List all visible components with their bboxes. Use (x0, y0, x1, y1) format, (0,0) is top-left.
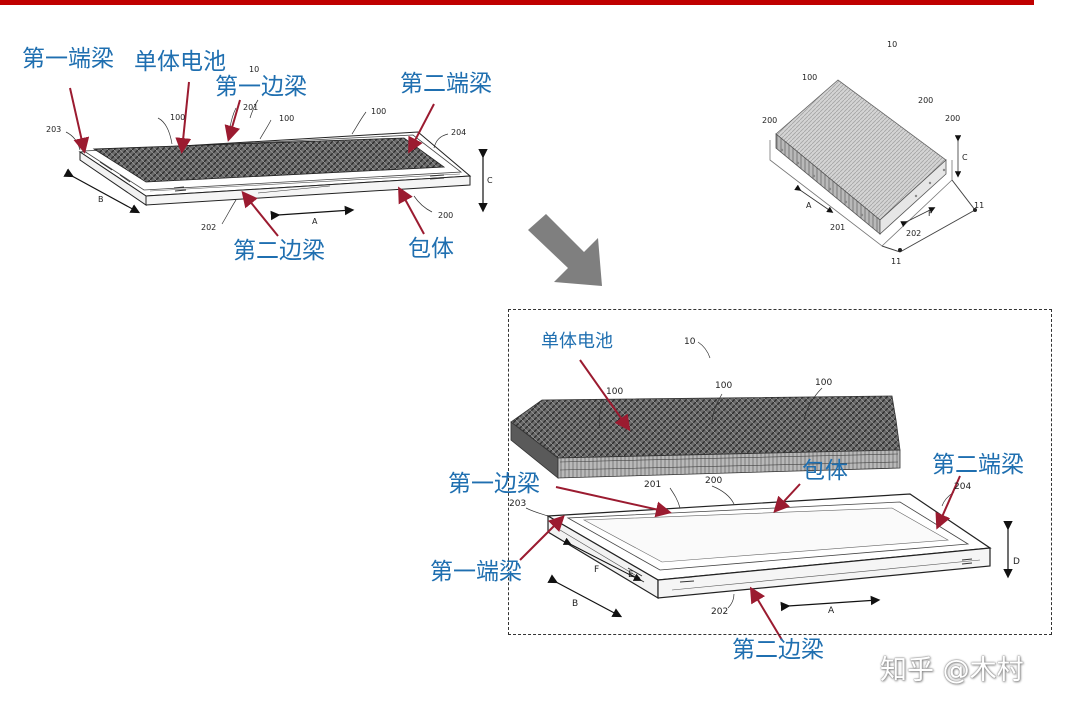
tl-ref-a: A (312, 217, 318, 226)
tl-label-first-end-beam: 第一端梁 (22, 46, 114, 72)
watermark: 知乎 @木村 (880, 655, 1024, 686)
tl-label-cell: 单体电池 (134, 49, 226, 75)
tl-ref-200: 200 (438, 211, 454, 220)
tr-ref-11-b: 11 (891, 257, 902, 266)
br-label-first-end-beam: 第一端梁 (430, 559, 522, 585)
br-ref-200: 200 (705, 476, 723, 486)
br-ref-10: 10 (684, 337, 696, 347)
tl-ref-202: 202 (201, 223, 217, 232)
tr-ref-200-b: 200 (762, 116, 778, 125)
br-ref-100-a: 100 (606, 387, 624, 397)
tr-ref-10: 10 (887, 40, 898, 49)
tl-ref-203: 203 (46, 125, 62, 134)
tr-ref-200-c: 200 (945, 114, 961, 123)
br-ref-a: A (828, 606, 835, 616)
tl-ref-10: 10 (249, 65, 260, 74)
tl-ref-100-a: 100 (170, 113, 186, 122)
exploded-view-frame (508, 309, 1052, 635)
tr-ref-f: F (928, 209, 933, 218)
tr-ref-201: 201 (830, 223, 846, 232)
br-ref-d: D (1013, 557, 1020, 567)
tl-label-first-side-beam: 第一边梁 (215, 74, 307, 100)
tl-label-pack: 包体 (408, 236, 454, 262)
tr-ref-c: C (962, 153, 968, 162)
top-left-pack-drawing (63, 99, 488, 225)
br-ref-204: 204 (954, 482, 972, 492)
tr-ref-11-a: 11 (974, 201, 985, 210)
br-label-second-end-beam: 第二端梁 (932, 452, 1024, 478)
br-ref-100-b: 100 (715, 381, 733, 391)
br-label-cell: 单体电池 (541, 331, 613, 352)
top-right-pack-drawing (769, 79, 977, 253)
br-ref-f: F (594, 565, 600, 575)
tl-ref-b: B (98, 195, 104, 204)
br-ref-201: 201 (644, 480, 662, 490)
top-left-pointers (69, 81, 435, 237)
tl-ref-204: 204 (451, 128, 467, 137)
tr-ref-100: 100 (802, 73, 818, 82)
tr-ref-a: A (806, 201, 812, 210)
tl-label-second-end-beam: 第二端梁 (400, 71, 492, 97)
bottom-right-pointers (519, 359, 961, 641)
br-label-first-side-beam: 第一边梁 (448, 471, 540, 497)
br-label-pack: 包体 (802, 458, 848, 484)
br-ref-203: 203 (509, 499, 527, 509)
br-ref-b: B (572, 599, 579, 609)
tl-ref-c: C (487, 176, 493, 185)
br-ref-e: E (628, 570, 634, 580)
tl-label-second-side-beam: 第二边梁 (233, 238, 325, 264)
tr-ref-200-a: 200 (918, 96, 934, 105)
br-ref-202: 202 (711, 607, 729, 617)
tl-ref-100-b: 100 (279, 114, 295, 123)
br-label-second-side-beam: 第二边梁 (732, 637, 824, 663)
header-rule (0, 0, 1034, 5)
tr-ref-202: 202 (906, 229, 922, 238)
br-ref-100-c: 100 (815, 378, 833, 388)
tl-ref-100-c: 100 (371, 107, 387, 116)
transition-arrow (528, 214, 602, 286)
tl-ref-201: 201 (243, 103, 259, 112)
